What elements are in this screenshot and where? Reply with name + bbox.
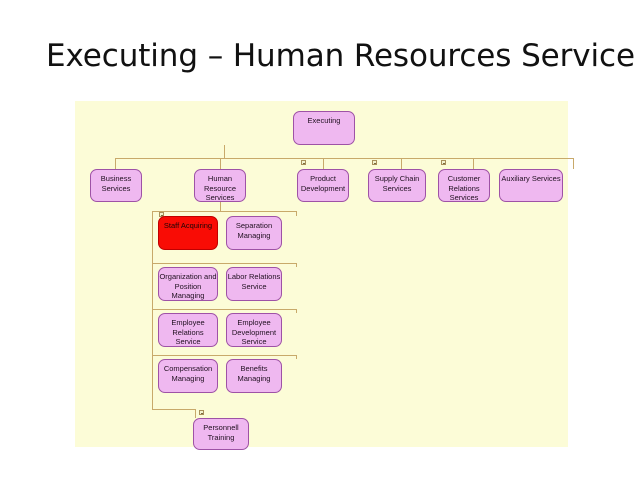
connector-drop-personnell-training [195,409,196,418]
connector-drop-business-services [115,158,116,169]
node-employee-development-service[interactable]: Employee Development Service [226,313,282,347]
connector-drop-product-development [323,158,324,169]
node-label: Auxiliary Services [501,174,561,183]
node-compensation-managing[interactable]: Compensation Managing [158,359,218,393]
node-auxiliary-services[interactable]: Auxiliary Services [499,169,563,202]
connector-hr-down [220,202,221,211]
connector-drop-supply-chain-services [401,158,402,169]
node-executing[interactable]: Executing [293,111,355,145]
node-staff-acquiring[interactable]: Staff Acquiring [158,216,218,250]
connector-root-down [224,145,225,158]
connector-drop-human-resource-services [220,158,221,169]
connector-row2-branch [152,263,296,264]
node-benefits-managing[interactable]: Benefits Managing [226,359,282,393]
node-label: Executing [307,116,341,125]
node-label: Supply Chain Services [374,174,420,193]
connector-row3-branch [152,309,296,310]
connector-drop-employee-development-service [296,309,297,313]
org-chart-canvas: Executing Business Services Human Resour… [75,101,574,450]
node-label: Separation Managing [235,221,273,240]
node-labor-relations-service[interactable]: Labor Relations Service [226,267,282,301]
node-business-services[interactable]: Business Services [90,169,142,202]
expander-icon-supply-chain-services[interactable] [372,160,377,165]
node-label: Personnell Training [203,423,239,442]
node-personnell-training[interactable]: Personnell Training [193,418,249,450]
node-label: Compensation Managing [163,364,213,383]
connector-drop-auxiliary-services [573,158,574,169]
connector-row5-branch [152,409,195,410]
node-label: Staff Acquiring [163,221,213,230]
node-customer-relations-services[interactable]: Customer Relations Services [438,169,490,202]
expander-icon-product-development[interactable] [301,160,306,165]
page-title: Executing – Human Resources Service [46,38,635,74]
connector-row4-branch [152,355,296,356]
node-human-resource-services[interactable]: Human Resource Services [194,169,246,202]
connector-level1-spine [115,158,573,159]
node-product-development[interactable]: Product Development [297,169,349,202]
connector-drop-labor-relations-service [296,263,297,267]
connector-drop-benefits-managing [296,355,297,359]
node-label: Labor Relations Service [227,272,281,291]
connector-hr-branch [152,211,296,212]
node-supply-chain-services[interactable]: Supply Chain Services [368,169,426,202]
connector-drop-separation-managing [296,211,297,216]
node-employee-relations-service[interactable]: Employee Relations Service [158,313,218,347]
node-separation-managing[interactable]: Separation Managing [226,216,282,250]
node-label: Benefits Managing [237,364,271,383]
node-label: Product Development [300,174,346,193]
connector-drop-customer-relations-services [473,158,474,169]
node-label: Human Resource Services [203,174,237,202]
node-label: Business Services [100,174,132,193]
expander-icon-customer-relations-services[interactable] [441,160,446,165]
node-label: Employee Relations Service [171,318,205,346]
node-label: Organization and Position Managing [159,272,217,300]
node-label: Customer Relations Services [447,174,481,202]
expander-icon-personnell-training[interactable] [199,410,204,415]
node-label: Employee Development Service [231,318,277,346]
node-organization-and-position-managing[interactable]: Organization and Position Managing [158,267,218,301]
connector-hr-spine [152,211,153,409]
